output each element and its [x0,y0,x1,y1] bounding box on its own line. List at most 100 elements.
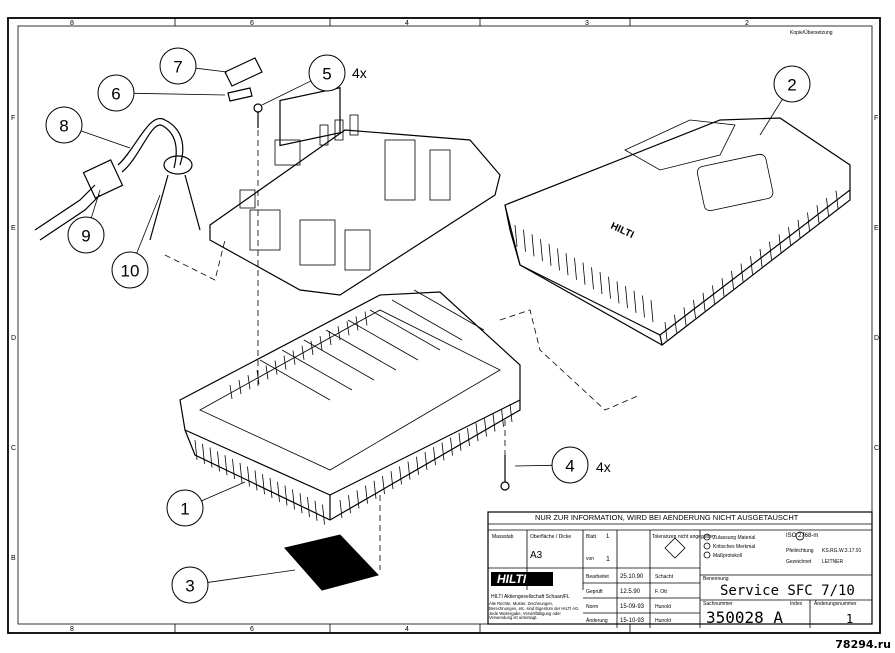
housing-inner-wall [303,339,375,381]
legal-text: Alle Rechte, Muster, Zeichnungen, Berech… [489,602,580,621]
screw-housing [500,455,510,491]
housing-rib [348,495,351,514]
qty-note: 4x [352,65,367,81]
callout-label: 2 [787,76,796,95]
housing-rib [292,350,296,365]
qty-note: 4x [596,459,611,475]
housing-rib [807,212,810,231]
name: Hunold [655,604,671,610]
callout-label: 3 [185,577,194,596]
housing-rib [750,256,753,275]
callout-label: 7 [173,58,182,77]
name: Schacht [655,574,674,580]
housing-rib [224,455,228,476]
info-notice: NUR ZUR INFORMATION, WIRD BEI AENDERUNG … [535,513,799,522]
hilti-logo-lid: HILTI [609,221,636,241]
housing-rib [355,316,359,331]
housing-rib [484,418,487,437]
callout-label: 5 [322,65,331,84]
row-label: F [11,115,15,122]
callout-leader [201,481,246,502]
sheet-border [7,17,881,634]
row-label: D [874,335,879,342]
housing-rib [492,413,496,432]
callout-balloon [166,489,204,527]
name: F. Ott [655,589,668,595]
housing-rib [731,270,734,289]
housing-rib [274,360,278,375]
housing-inner-wall [325,329,397,371]
col-label: 6 [250,626,254,633]
callout-leader [514,464,553,467]
callout-balloon [111,251,149,289]
row-label: B [11,555,16,562]
housing-rib [265,365,269,380]
fuse-holder [224,57,263,102]
row-label: C [874,445,879,452]
diamond-symbol [664,537,686,559]
housing-rib [209,447,213,468]
callout-balloon [45,106,83,144]
housing-inner-wall [413,289,485,331]
housing-rib [548,243,552,266]
housing-rib [565,253,569,276]
tol-option: Kritisches Merkmal [713,544,755,550]
housing-rib [467,427,470,447]
housing-rib [557,248,560,271]
row-label: C [11,445,16,452]
housing-rib [292,489,295,510]
callout-label: 9 [81,227,90,246]
housing-rib [433,447,436,466]
housing-rib [608,276,611,299]
housing-rib [277,481,280,502]
tol-option: Maßprotokoll [713,553,742,559]
housing-rib [599,271,603,295]
callout-leader [133,92,226,96]
callout-leader [80,130,131,149]
callout-leader [759,99,783,136]
housing-rib [458,432,462,451]
col-label: 4 [405,626,409,633]
index-label: Index [790,601,803,607]
callout-balloon [67,216,105,254]
circuit-board [209,87,501,296]
row-label: F [874,115,878,122]
housing-rib [217,451,220,472]
housing-rib [540,239,543,262]
housing-rib [740,263,744,282]
housing-inner-wall [347,319,419,361]
housing-rib [835,190,839,209]
housing-rib [365,485,368,504]
callout-label: 10 [121,262,140,281]
housing-rib [299,493,303,514]
sheet-inner-border [17,25,873,625]
col-label: 8 [70,626,74,633]
housing-rib [364,311,368,326]
housing-rib [441,442,445,461]
callout-leader [90,189,101,218]
housing-rib [574,257,577,280]
housing-rib [531,234,535,257]
oberflaeche-label: Oberfläche / Dicke [530,534,571,540]
callout-label: 1 [180,500,189,519]
housing-inner-wall [281,349,353,391]
gepr-value: 12.5.90 [620,589,641,595]
housing-rib [769,241,772,260]
gepr-label: Geprüft [586,589,603,595]
callout-balloon [97,74,135,112]
housing-rib [625,286,628,309]
housing-rib [712,285,715,304]
assembly-lines [164,130,641,570]
housing-rib [247,375,251,390]
housing-rib [826,197,829,216]
housing-rib [650,300,654,323]
housing-rib [346,321,350,336]
housing-rib [202,443,205,464]
housing-rib [633,290,637,313]
row-label: E [11,225,16,232]
housing-rib [307,496,310,518]
norm-label: Norm [586,604,598,610]
sheet-ref: Kopie/Übersetzung [790,29,833,36]
housing-rib [373,480,377,499]
